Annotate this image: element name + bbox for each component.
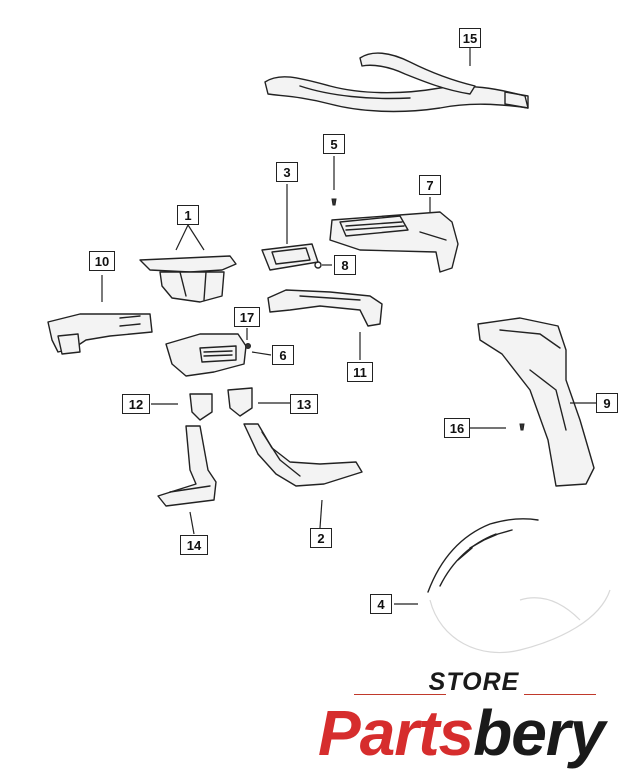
part-11-duct	[267, 289, 383, 327]
callout-11: 11	[347, 362, 373, 382]
callout-6: 6	[272, 345, 294, 365]
callout-5: 5	[323, 134, 345, 154]
partsbery-logo: STORE Partsbery	[318, 668, 630, 772]
callout-7: 7	[419, 175, 441, 195]
part-14-duct	[157, 425, 217, 507]
part-17-clip	[245, 343, 251, 349]
part-1-duct	[139, 255, 237, 303]
part-7-duct	[329, 211, 459, 273]
callout-12: 12	[122, 394, 150, 414]
callout-9: 9	[596, 393, 618, 413]
part-6-housing	[165, 333, 247, 377]
callout-13: 13	[290, 394, 318, 414]
callout-17: 17	[234, 307, 260, 327]
logo-store-text: STORE	[428, 668, 520, 696]
part-13-elbow	[227, 387, 253, 417]
logo-store-row: STORE	[318, 668, 630, 698]
logo-line-right	[524, 694, 596, 695]
callout-1: 1	[177, 205, 199, 225]
callout-3: 3	[276, 162, 298, 182]
callout-4: 4	[370, 594, 392, 614]
callout-10: 10	[89, 251, 115, 271]
part-4-panel	[427, 518, 611, 654]
callout-8: 8	[334, 255, 356, 275]
part-9-duct	[477, 317, 595, 487]
part-12-elbow	[189, 393, 213, 421]
part-2-duct	[243, 423, 363, 487]
logo-brand-red: Parts	[318, 697, 474, 769]
leader-lines	[101, 48, 596, 605]
logo-line-left	[354, 694, 446, 695]
part-15-duct	[264, 52, 529, 113]
callout-14: 14	[180, 535, 208, 555]
part-3-bezel	[261, 243, 319, 271]
callout-2: 2	[310, 528, 332, 548]
logo-brand: Partsbery	[318, 694, 630, 772]
part-10-duct	[47, 313, 153, 355]
callout-16: 16	[444, 418, 470, 438]
part-16-clip	[519, 423, 525, 431]
part-8-screw	[314, 261, 322, 269]
callout-15: 15	[459, 28, 481, 48]
part-5-clip	[331, 198, 337, 206]
logo-brand-black: bery	[473, 697, 605, 769]
